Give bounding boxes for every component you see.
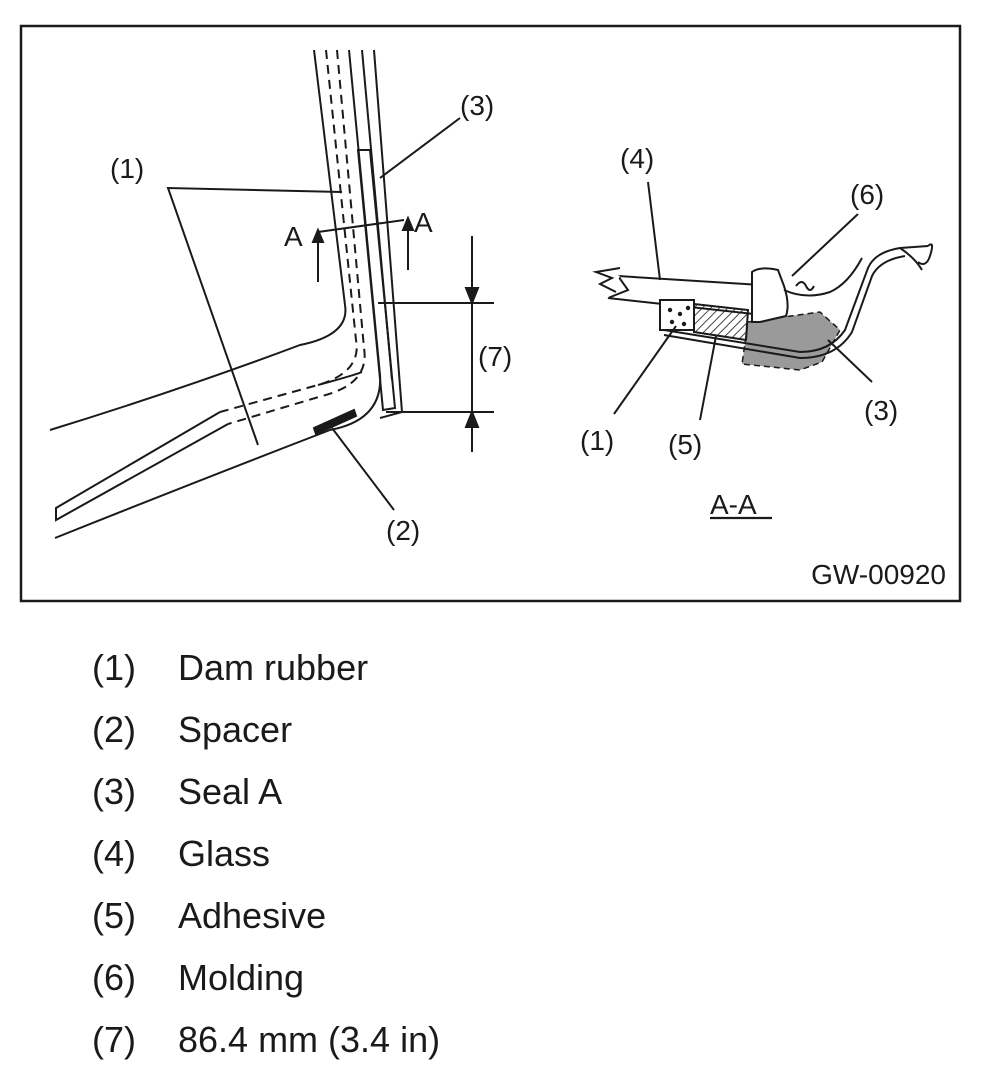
adhesive-section: [693, 302, 750, 342]
legend-text: Seal A: [178, 771, 283, 812]
legend-item: (6) Molding: [92, 956, 440, 1018]
legend: (1) Dam rubber (2) Spacer (3) Seal A (4) Gla…: [92, 646, 440, 1080]
legend-text: Dam rubber: [178, 647, 369, 688]
callout-s5: (5): [668, 429, 702, 460]
legend-number: (4): [92, 833, 136, 874]
legend-text: Molding: [178, 957, 305, 998]
legend-text: Spacer: [178, 709, 293, 750]
seal-a-section: [741, 311, 841, 371]
dam-rubber-strip-join: [317, 371, 363, 386]
legend-item: (4) Glass: [92, 832, 440, 894]
legend-item: (1) Dam rubber: [92, 646, 440, 708]
spacer: [312, 408, 358, 436]
leader-s1: [613, 325, 677, 415]
body-panel-2: [663, 255, 906, 360]
legend-number: (2): [92, 709, 136, 750]
section-view: [592, 181, 934, 520]
legend-number: (3): [92, 771, 136, 812]
legend-text: Adhesive: [178, 895, 327, 936]
leader-1: [166, 186, 343, 446]
callout-3: (3): [460, 90, 494, 121]
section-line: [317, 219, 405, 233]
body-panel-end: [899, 243, 934, 271]
dam-rubber-dashed-2: [227, 49, 366, 425]
legend-text: Glass: [178, 833, 271, 874]
installation-diagram: (1) (3) A A (7) (2) (4) (6) (3) (1) (5) …: [19, 24, 962, 603]
legend-text: 86.4 mm (3.4 in): [178, 1019, 441, 1060]
callout-2: (2): [386, 515, 420, 546]
glass-break: [592, 267, 621, 293]
molding-lip: [783, 257, 863, 297]
molding-section: [751, 267, 789, 323]
molding-clip: [795, 281, 815, 291]
dam-rubber-dots: [667, 305, 691, 327]
callout-s4: (4): [620, 143, 654, 174]
legend-item: (3) Seal A: [92, 770, 440, 832]
section-mark-left: A: [284, 221, 303, 252]
figure-frame: [19, 24, 962, 603]
legend-number: (7): [92, 1019, 136, 1060]
legend-number: (5): [92, 895, 136, 936]
section-label: A-A: [710, 489, 757, 520]
legend-item: (2) Spacer: [92, 708, 440, 770]
legend-number: (6): [92, 957, 136, 998]
leader-3: [379, 117, 461, 179]
dam-rubber-strip: [55, 411, 229, 522]
glass-edge: [49, 49, 347, 431]
dam-rubber-section: [659, 299, 695, 331]
legend-item: (5) Adhesive: [92, 894, 440, 956]
body-panel: [663, 245, 929, 354]
callout-s1: (1): [580, 425, 614, 456]
callout-s3: (3): [864, 395, 898, 426]
callout-s6: (6): [850, 179, 884, 210]
figure-code: GW-00920: [811, 559, 946, 590]
section-mark-right: A: [414, 207, 433, 238]
corner-view: [49, 49, 494, 539]
leader-2: [331, 427, 395, 511]
callout-7: (7): [478, 341, 512, 372]
body-outer-line: [54, 49, 382, 539]
leader-s4: [647, 181, 661, 281]
dam-rubber-dashed: [219, 49, 358, 413]
leader-s6: [791, 213, 859, 277]
seal-a-strip: [356, 149, 397, 412]
leader-s5: [699, 335, 717, 421]
legend-number: (1): [92, 647, 136, 688]
callout-1: (1): [110, 153, 144, 184]
leader-s3: [827, 339, 873, 383]
legend-item: (7) 86.4 mm (3.4 in): [92, 1018, 440, 1080]
